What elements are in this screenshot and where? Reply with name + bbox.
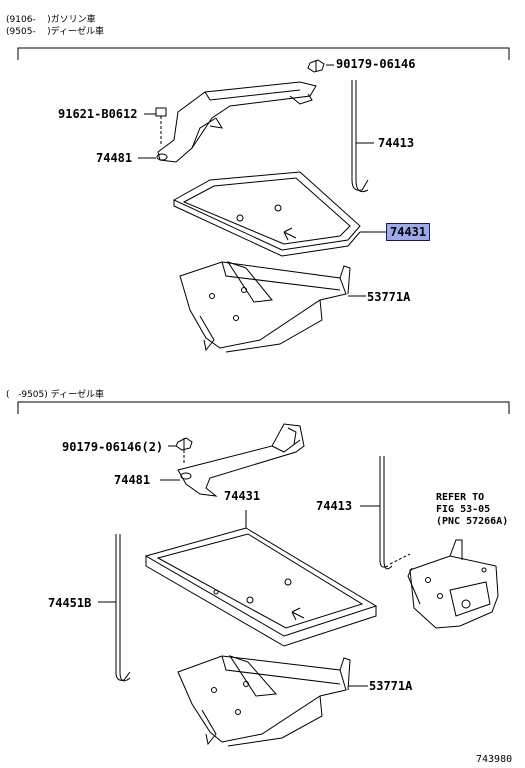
applicability-code: ( -9505) <box>6 390 48 400</box>
refer-line-2: FIG 53-05 <box>436 504 491 515</box>
part-label-clamp-bottom[interactable]: 74481 <box>114 473 151 487</box>
diagram-number: 743980 <box>476 754 513 765</box>
top-bolt-part <box>155 107 167 146</box>
bottom-section-bracket-line <box>17 401 510 414</box>
part-label-bracket-top[interactable]: 53771A <box>367 290 411 304</box>
bottom-clamp-part <box>177 423 305 497</box>
bottom-bracket-part <box>177 655 351 747</box>
part-label-rod-top[interactable]: 74413 <box>378 136 415 150</box>
bottom-nut-part <box>175 437 193 464</box>
refer-line-1: REFER TO <box>436 492 485 503</box>
top-tray-part <box>172 171 361 257</box>
part-label-nut-top[interactable]: 90179-06146 <box>336 57 416 71</box>
part-label-rod-bottom[interactable]: 74413 <box>316 499 353 513</box>
applicability-code: (9505- <box>6 27 36 37</box>
reference-bracket-part <box>407 539 499 629</box>
top-nut-part <box>307 59 325 73</box>
top-applicability-line-1: (9106- )ガソリン車 <box>6 15 96 25</box>
bottom-applicability-line: ( -9505) ディーゼル車 <box>6 390 104 400</box>
bottom-tray-part <box>144 510 378 647</box>
part-label-long-rod[interactable]: 74451B <box>48 596 92 610</box>
top-applicability-line-2: (9505- )ディーゼル車 <box>6 27 104 37</box>
refer-line-3: (PNC 57266A) <box>436 516 509 527</box>
bottom-rod-part <box>379 456 411 570</box>
top-section-bracket-line <box>17 47 510 60</box>
top-clamp-part <box>156 81 317 163</box>
applicability-code: (9106- <box>6 15 36 25</box>
applicability-text: ディーゼル車 <box>50 390 105 400</box>
part-label-bolt-top[interactable]: 91621-B0612 <box>58 107 138 121</box>
part-label-tray-top-highlighted[interactable]: 74431 <box>386 223 431 241</box>
bottom-long-rod-part <box>115 534 131 682</box>
part-label-nut-bottom[interactable]: 90179-06146(2) <box>62 440 164 454</box>
applicability-text: )ガソリン車 <box>47 15 96 25</box>
top-rod-part <box>351 80 369 193</box>
part-label-tray-bottom[interactable]: 74431 <box>224 489 261 503</box>
applicability-text: )ディーゼル車 <box>47 27 105 37</box>
part-label-bracket-bottom[interactable]: 53771A <box>369 679 413 693</box>
part-label-clamp-top[interactable]: 74481 <box>96 151 133 165</box>
top-bracket-part <box>179 261 351 353</box>
